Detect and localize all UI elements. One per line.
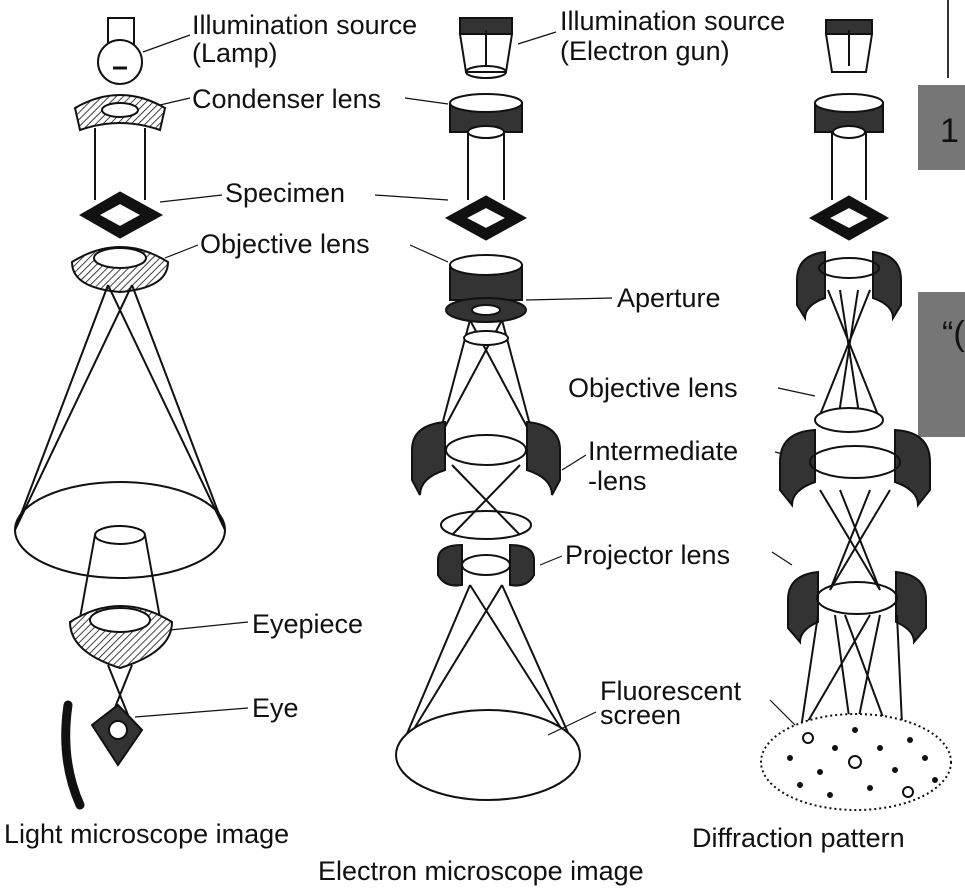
light-microscope-caption: Light microscope image	[4, 819, 289, 849]
intermediate-lens-icon	[412, 422, 560, 495]
label-illumination-source-lamp: Illumination source	[192, 10, 417, 40]
projector-lens-icon	[438, 511, 534, 586]
objective-lens-diffraction-icon	[797, 252, 901, 318]
eye-icon	[66, 705, 142, 805]
slide-text-top: 1	[940, 112, 959, 150]
label-lamp: (Lamp)	[192, 38, 278, 68]
label-fluorescent-2: screen	[600, 700, 681, 730]
label-condenser-lens: Condenser lens	[192, 84, 381, 114]
label-intermediate-2: -lens	[588, 466, 647, 496]
objective-lens-icon	[72, 247, 168, 292]
condenser-lens-icon	[75, 95, 165, 130]
label-intermediate-1: Intermediate	[588, 436, 738, 466]
diffraction-caption: Diffraction pattern	[692, 823, 905, 853]
label-aperture: Aperture	[617, 283, 721, 313]
label-electron-gun: (Electron gun)	[560, 36, 730, 66]
intermediate-lens-diffraction-icon	[780, 430, 930, 505]
label-specimen: Specimen	[225, 178, 345, 208]
aperture-icon	[446, 298, 526, 322]
slide-box-bottom	[918, 292, 965, 437]
slide-text-bottom: “(	[942, 315, 965, 353]
label-objective-lens-light: Objective lens	[200, 229, 370, 259]
light-microscope-column: Light microscope image	[4, 18, 289, 849]
electron-microscope-labels: Illumination source (Electron gun) Apert…	[518, 6, 815, 735]
label-projector-lens: Projector lens	[565, 540, 730, 570]
label-objective-lens-electron: Objective lens	[568, 373, 738, 403]
projector-lens-diffraction-icon	[788, 572, 926, 642]
slide-fragments: 1 “(	[918, 0, 965, 437]
specimen-electron-icon	[446, 196, 526, 240]
specimen-icon	[80, 192, 162, 238]
electron-gun-icon	[460, 18, 512, 78]
electron-microscope-caption: Electron microscope image	[318, 856, 644, 886]
label-illumination-source-gun: Illumination source	[560, 6, 785, 36]
condenser-lens-diffraction-icon	[815, 94, 883, 138]
condenser-lens-electron-icon	[450, 94, 522, 138]
eyepiece-icon	[70, 606, 172, 668]
label-eyepiece: Eyepiece	[252, 609, 363, 639]
light-microscope-labels: Illumination source (Lamp) Condenser len…	[135, 10, 448, 723]
diffraction-pattern-icon	[761, 714, 951, 810]
objective-lens-electron-icon	[450, 255, 522, 300]
fluorescent-screen-icon	[396, 710, 580, 800]
specimen-diffraction-icon	[810, 196, 888, 240]
electron-gun-diffraction-icon	[826, 20, 872, 72]
label-eye: Eye	[252, 693, 299, 723]
lamp-icon	[98, 18, 142, 84]
